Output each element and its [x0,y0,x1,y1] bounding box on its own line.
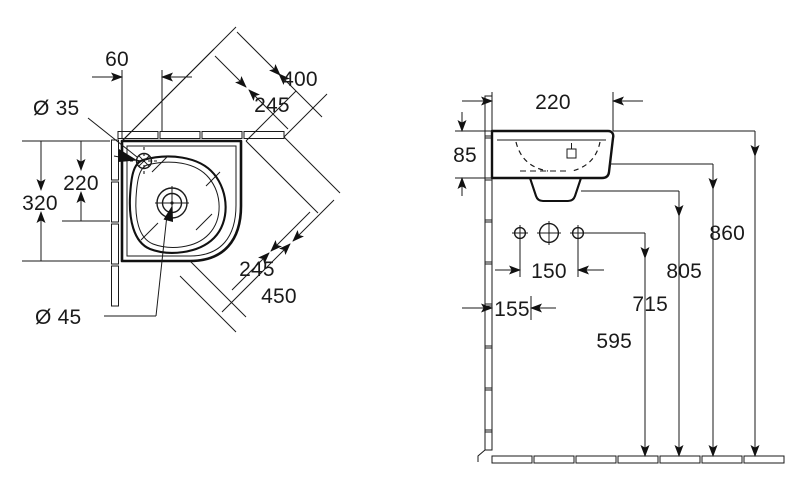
plan-view-group: 60 320 220 [22,26,341,333]
plan-dim-245-top-label: 245 [254,94,290,117]
plan-dim-60: 60 [92,48,192,138]
plan-dim-60-label: 60 [105,48,129,71]
side-basin-body [490,129,615,203]
plan-bowl-hatch [140,155,221,241]
side-dim-155: 155 [462,296,556,321]
side-dim-860-label: 860 [709,222,745,245]
plan-dim-400-label: 400 [282,68,318,91]
plan-leader-45 [104,205,173,317]
side-dim-155-label: 155 [494,298,530,321]
side-tap-holes [512,221,586,245]
side-dim-715-label: 715 [632,293,668,316]
side-dim-220-label: 220 [535,91,571,114]
side-wall-tiles [477,95,493,462]
plan-wall-tiles-top [117,131,285,139]
plan-dim-245-top: 245 [121,48,297,142]
plan-label-hole-35: Ø 35 [33,97,79,120]
side-dim-85: 85 [453,112,492,196]
plan-tap-hole-35 [130,147,158,176]
plan-label-waste-45: Ø 45 [35,306,81,329]
plan-bowl-inner-line [135,161,220,248]
plan-dim-320-label: 320 [22,192,58,215]
plan-bowl-outline [128,155,227,254]
plan-dim-220: 220 [62,140,110,222]
side-dim-715: 715 [581,190,684,457]
plan-dim-450-label: 450 [261,285,297,308]
plan-wall-tiles-left [111,139,119,307]
side-dim-805: 805 [609,163,718,457]
plan-basin-inner-rim [126,145,237,257]
plan-dim-245-bottom-label: 245 [239,258,275,281]
side-dim-220: 220 [462,91,643,131]
side-dim-805-label: 805 [666,260,702,283]
side-dim-595-label: 595 [596,330,632,353]
plan-dim-220-label: 220 [63,172,99,195]
side-dim-595: 595 [578,232,650,457]
side-dim-860: 860 [613,130,760,457]
side-dim-150-label: 150 [531,260,567,283]
side-floor-tiles [491,455,785,464]
side-dim-150: 150 [495,239,604,283]
side-dim-85-label: 85 [453,144,477,167]
side-view-group: 220 85 150 [453,91,785,464]
plan-dim-245-bottom: 245 [189,140,319,318]
plan-leader-35 [87,117,142,162]
side-fitting-icon [566,143,577,159]
plan-dim-450: 450 [179,136,341,333]
